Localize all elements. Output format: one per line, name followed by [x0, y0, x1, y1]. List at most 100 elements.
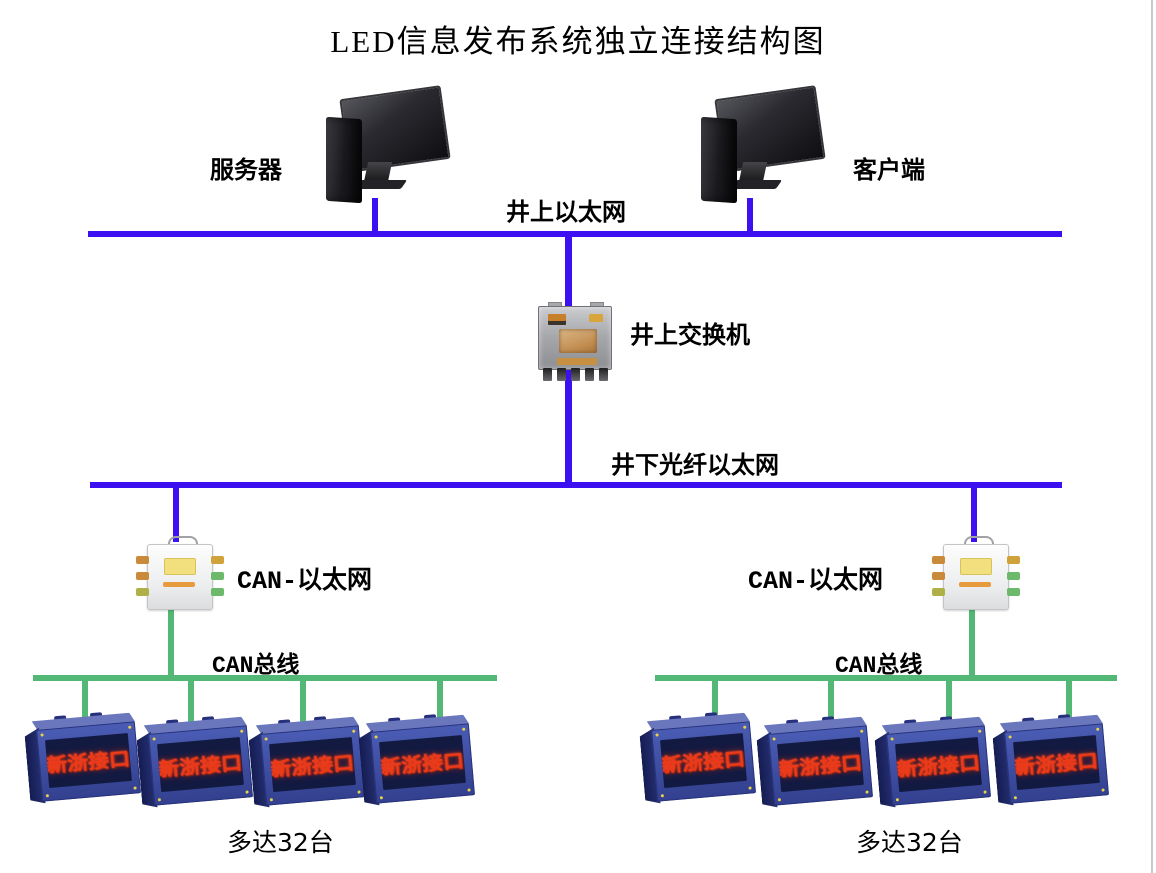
- can-bus-left-line: [33, 675, 497, 681]
- led-screen-text: 新浙接口: [1013, 749, 1100, 779]
- can-stub-line: [946, 681, 952, 727]
- switch-port: [599, 368, 608, 381]
- led-screen-text: 新浙接口: [269, 751, 356, 781]
- can-stub-line: [300, 681, 306, 727]
- pc-tower-icon: [326, 116, 362, 204]
- converter-port: [1007, 572, 1020, 580]
- led-display: 新浙接口: [134, 715, 255, 815]
- can-converter-right-label: CAN-以太网: [748, 567, 884, 596]
- led-screws: [40, 733, 44, 737]
- underground-ethernet-label: 井下光纤以太网: [611, 451, 779, 479]
- led-front-face: 新浙接口: [651, 721, 757, 802]
- converter-port: [932, 556, 945, 564]
- led-screws: [655, 733, 659, 737]
- led-screws: [1008, 735, 1012, 739]
- switch-ports: [543, 368, 609, 383]
- led-screws: [264, 737, 268, 741]
- switch-label-panel: [559, 329, 597, 353]
- led-screen-text: 新浙接口: [777, 751, 864, 781]
- client-drop-line: [747, 198, 753, 232]
- can-stub-line: [828, 681, 834, 727]
- can-bus-right-label: CAN总线: [835, 653, 923, 679]
- led-front-face: 新浙接口: [36, 721, 142, 802]
- led-screen: 新浙接口: [895, 736, 982, 793]
- converter-port: [932, 588, 945, 596]
- led-display: 新浙接口: [22, 711, 143, 811]
- converter-port: [932, 572, 945, 580]
- led-screws: [890, 737, 894, 741]
- converter-port: [211, 556, 224, 564]
- converter-port: [1007, 556, 1020, 564]
- led-screen-text: 新浙接口: [45, 747, 132, 777]
- can-bus-right-line: [655, 675, 1117, 681]
- monitor-stand: [738, 162, 768, 182]
- underground-ethernet-line: [90, 482, 1062, 488]
- led-front-face: 新浙接口: [1004, 723, 1110, 804]
- led-screws: [152, 737, 156, 741]
- server-label: 服务器: [210, 156, 282, 184]
- led-display: 新浙接口: [754, 715, 875, 815]
- converter-body: [943, 544, 1009, 610]
- led-front-face: 新浙接口: [370, 723, 476, 804]
- converter-handle: [168, 536, 198, 548]
- can-stub-line: [188, 681, 194, 727]
- server-computer-icon: [300, 85, 451, 207]
- monitor-base: [354, 180, 408, 189]
- switch-port: [557, 368, 566, 381]
- can-stub-line: [1066, 681, 1072, 727]
- converter-port: [136, 588, 149, 596]
- led-screen-text: 新浙接口: [157, 751, 244, 781]
- converter-body: [147, 544, 213, 610]
- led-screen-text: 新浙接口: [660, 747, 747, 777]
- client-computer-icon: [675, 85, 826, 207]
- led-screen: 新浙接口: [45, 732, 132, 789]
- converter-label-sticker: [960, 558, 992, 575]
- server-drop-line: [372, 198, 378, 232]
- led-screen-text: 新浙接口: [379, 749, 466, 779]
- converter-port: [211, 588, 224, 596]
- led-display: 新浙接口: [637, 711, 758, 811]
- converter-port: [1007, 588, 1020, 596]
- led-front-face: 新浙接口: [768, 725, 874, 806]
- converter-port: [136, 572, 149, 580]
- led-screen: 新浙接口: [379, 734, 466, 791]
- page-border: [1151, 0, 1153, 873]
- led-front-face: 新浙接口: [886, 725, 992, 806]
- led-display: 新浙接口: [356, 713, 477, 813]
- led-front-face: 新浙接口: [148, 725, 254, 806]
- client-label: 客户端: [853, 156, 925, 184]
- led-screws: [374, 735, 378, 739]
- surface-switch-label: 井上交换机: [630, 321, 750, 349]
- converter-label-sticker: [164, 558, 196, 575]
- led-screen: 新浙接口: [1013, 734, 1100, 791]
- led-screen: 新浙接口: [269, 736, 356, 793]
- switch-port: [543, 368, 552, 381]
- led-display: 新浙接口: [872, 715, 993, 815]
- led-display: 新浙接口: [990, 713, 1111, 813]
- monitor-stand: [363, 162, 393, 182]
- monitor-base: [729, 180, 783, 189]
- led-screws: [772, 737, 776, 741]
- led-screen: 新浙接口: [157, 736, 244, 793]
- right-converter-drop-line: [971, 488, 977, 542]
- switch-logo: [548, 314, 566, 325]
- led-screen: 新浙接口: [660, 732, 747, 789]
- can-stub-line: [712, 681, 718, 727]
- count-note-right: 多达32台: [856, 828, 963, 857]
- switch-port: [571, 368, 580, 381]
- surface-ethernet-line: [88, 231, 1062, 237]
- diagram-title: LED信息发布系统独立连接结构图: [330, 24, 826, 59]
- pc-tower-icon: [701, 116, 737, 204]
- left-converter-drop-line: [173, 488, 179, 542]
- led-front-face: 新浙接口: [260, 725, 366, 806]
- can-converter-right-icon: [928, 536, 1024, 616]
- switch-name-bar: [557, 358, 597, 365]
- converter-handle: [964, 536, 994, 548]
- led-screen-text: 新浙接口: [895, 751, 982, 781]
- surface-ethernet-label: 井上以太网: [506, 198, 626, 226]
- can-bus-left-label: CAN总线: [212, 653, 300, 679]
- surface-switch-icon: [536, 300, 616, 390]
- can-stub-line: [82, 681, 88, 727]
- led-display: 新浙接口: [246, 715, 367, 815]
